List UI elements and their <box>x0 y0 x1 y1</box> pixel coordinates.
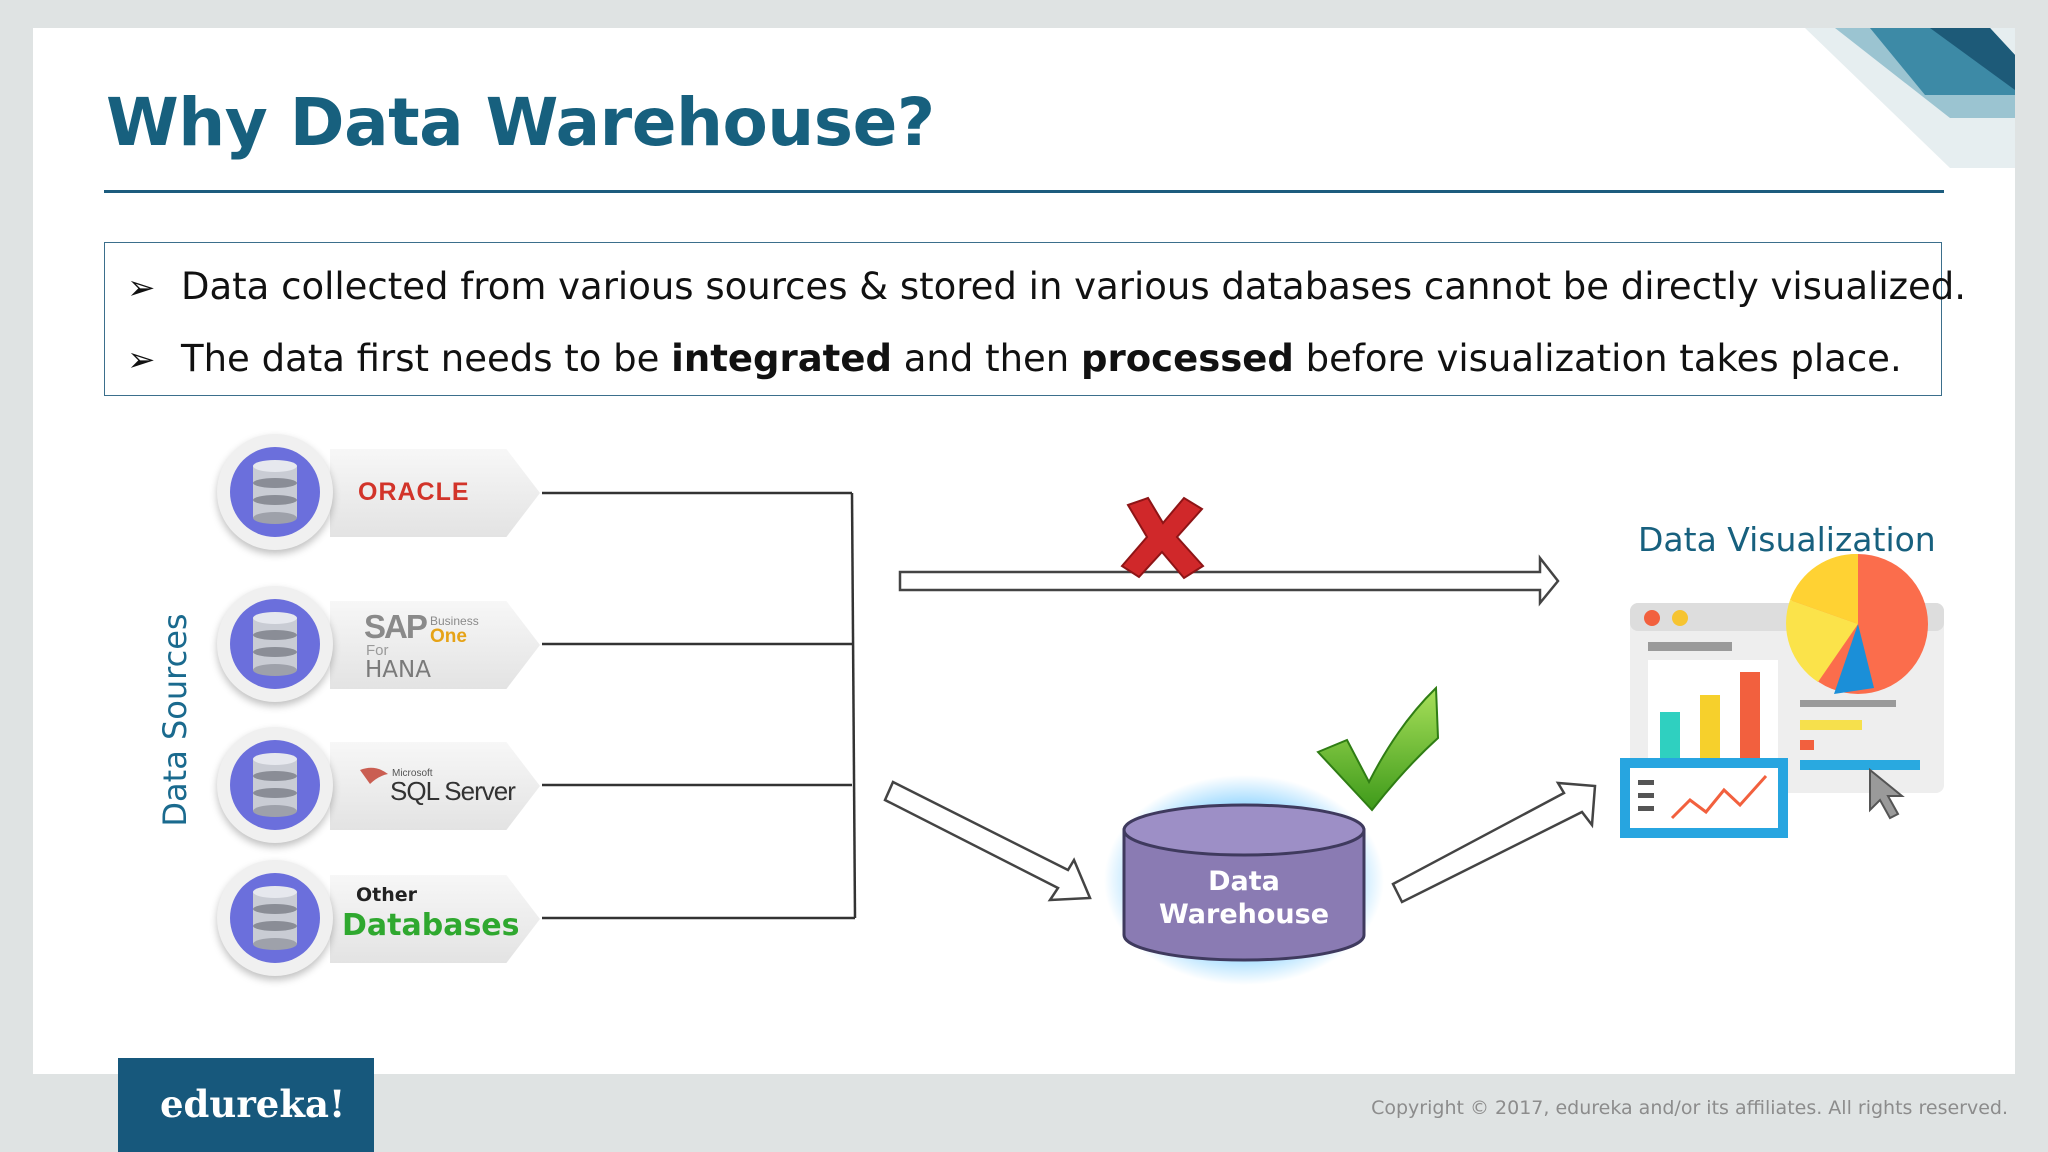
databases-label: Databases <box>342 908 520 943</box>
mouse-cursor-icon <box>1869 767 1905 820</box>
bullet-text: before visualization takes place. <box>1293 337 1902 380</box>
approved-check-icon <box>1316 685 1440 812</box>
warehouse-label-line2: Warehouse <box>1158 899 1330 930</box>
sqlserver-source-tag <box>330 742 540 830</box>
bullet-emphasis: integrated <box>671 337 892 380</box>
sap-one-label: One <box>430 626 467 647</box>
page-title: Why Data Warehouse? <box>106 84 935 161</box>
data-warehouse-cylinder <box>1104 775 1384 985</box>
bullet-text: Data collected from various sources & st… <box>181 265 1967 308</box>
direct-visualization-arrow <box>898 554 1560 607</box>
sap-for-label: For <box>366 642 389 659</box>
bullet-text: The data first needs to be <box>181 337 672 380</box>
warehouse-label-line1: Data <box>1208 866 1280 897</box>
other-label: Other <box>356 884 418 906</box>
sql-server-logo-icon <box>360 767 388 784</box>
edureka-logo: edureka! <box>118 1058 374 1152</box>
sources-to-warehouse-arrow <box>883 780 1092 902</box>
sap-business-label: Business <box>430 614 479 628</box>
pie-chart-icon <box>1786 553 1928 694</box>
other-source-tag <box>330 875 540 963</box>
copyright-notice: Copyright © 2017, edureka and/or its aff… <box>1371 1097 2008 1119</box>
sap-source-tag <box>330 601 540 689</box>
blocked-x-icon <box>1120 496 1205 580</box>
bullet-text: and then <box>891 337 1082 380</box>
sap-logo: SAP <box>364 608 428 645</box>
bullet-box: ➢ Data collected from various sources & s… <box>104 242 1966 396</box>
title-divider <box>104 190 1944 193</box>
microsoft-small-label: Microsoft <box>392 768 433 779</box>
data-visualization-label: Data Visualization <box>1638 520 1936 559</box>
database-stack-icon <box>253 612 297 676</box>
sqlserver-logo: SQL Server <box>390 776 516 806</box>
arrow-bullet-icon: ➢ <box>127 268 156 308</box>
brand-name: edureka! <box>160 1082 346 1126</box>
line-chart-card <box>1620 758 1788 838</box>
bullet-item: ➢ The data first needs to be integrated a… <box>127 337 1902 380</box>
sap-hana-label: HANA <box>365 657 431 683</box>
oracle-logo: ORACLE <box>358 478 470 506</box>
warehouse-to-visualization-arrow <box>1391 781 1597 904</box>
database-stack-icon <box>253 886 297 950</box>
bullet-item: ➢ Data collected from various sources & s… <box>127 265 1966 308</box>
oracle-source-tag <box>330 449 540 537</box>
database-stack-icon <box>253 460 297 524</box>
database-stack-icon <box>253 753 297 817</box>
arrow-bullet-icon: ➢ <box>127 340 156 380</box>
bullet-emphasis: processed <box>1081 337 1294 380</box>
source-connectors <box>542 491 857 920</box>
